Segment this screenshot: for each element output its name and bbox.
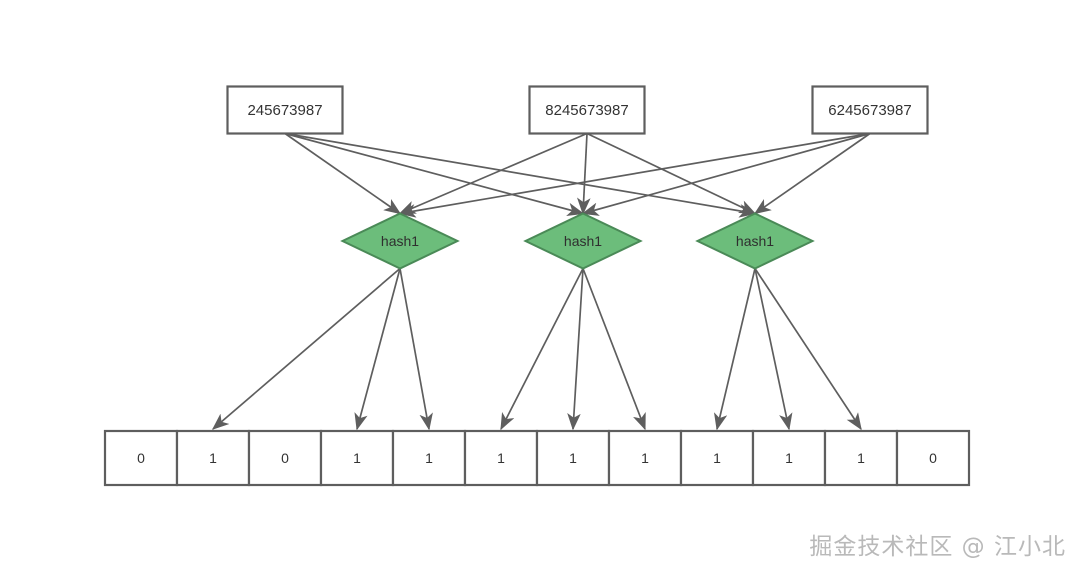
hash-node[interactable]: hash1 — [695, 212, 815, 270]
edge-input-to-hash — [586, 132, 757, 215]
edge-hash-to-cell — [754, 268, 793, 431]
bit-cell[interactable]: 1 — [391, 429, 467, 487]
hash-nodes: hash1 hash1 hash1 — [340, 212, 815, 270]
bit-cell[interactable]: 1 — [463, 429, 539, 487]
bit-cell[interactable]: 1 — [679, 429, 755, 487]
edge-hash-to-cell — [354, 268, 401, 431]
edge-input-to-hash — [284, 132, 585, 217]
bit-cell[interactable]: 1 — [607, 429, 683, 487]
input-boxes: 245673987 8245673987 6245673987 — [226, 85, 929, 135]
edge-input-to-hash — [581, 132, 871, 216]
bit-cell[interactable]: 1 — [751, 429, 827, 487]
edge-input-to-hash — [398, 132, 871, 218]
edges-inputs-to-hashes — [284, 132, 871, 218]
bit-cell[interactable]: 1 — [319, 429, 395, 487]
bit-cell[interactable]: 0 — [103, 429, 179, 487]
input-box[interactable]: 6245673987 — [811, 85, 929, 135]
edge-input-to-hash — [284, 132, 402, 215]
bit-cell[interactable]: 0 — [247, 429, 323, 487]
edge-hash-to-cell — [500, 268, 584, 431]
bit-cell[interactable]: 1 — [175, 429, 251, 487]
edge-hash-to-cell — [582, 268, 646, 431]
edge-input-to-hash — [753, 132, 871, 215]
bit-cell[interactable]: 0 — [895, 429, 971, 487]
edge-hash-to-cell — [713, 268, 756, 431]
edges-hashes-to-cells — [211, 267, 862, 431]
watermark: 掘金技术社区 @ 江小北 — [809, 534, 1066, 560]
edge-hash-to-cell — [754, 268, 862, 431]
edge-hash-to-cell — [567, 268, 584, 431]
bit-cell[interactable]: 1 — [823, 429, 899, 487]
edge-hash-to-cell — [399, 268, 433, 431]
edge-input-to-hash — [284, 132, 757, 218]
hash-node[interactable]: hash1 — [340, 212, 460, 270]
edge-input-to-hash — [398, 132, 588, 215]
edge-hash-to-cell — [211, 267, 401, 430]
edge-input-to-hash — [576, 133, 591, 215]
input-box[interactable]: 245673987 — [226, 85, 344, 135]
bit-cell[interactable]: 1 — [535, 429, 611, 487]
hash-node[interactable]: hash1 — [523, 212, 643, 270]
input-box[interactable]: 8245673987 — [528, 85, 646, 135]
